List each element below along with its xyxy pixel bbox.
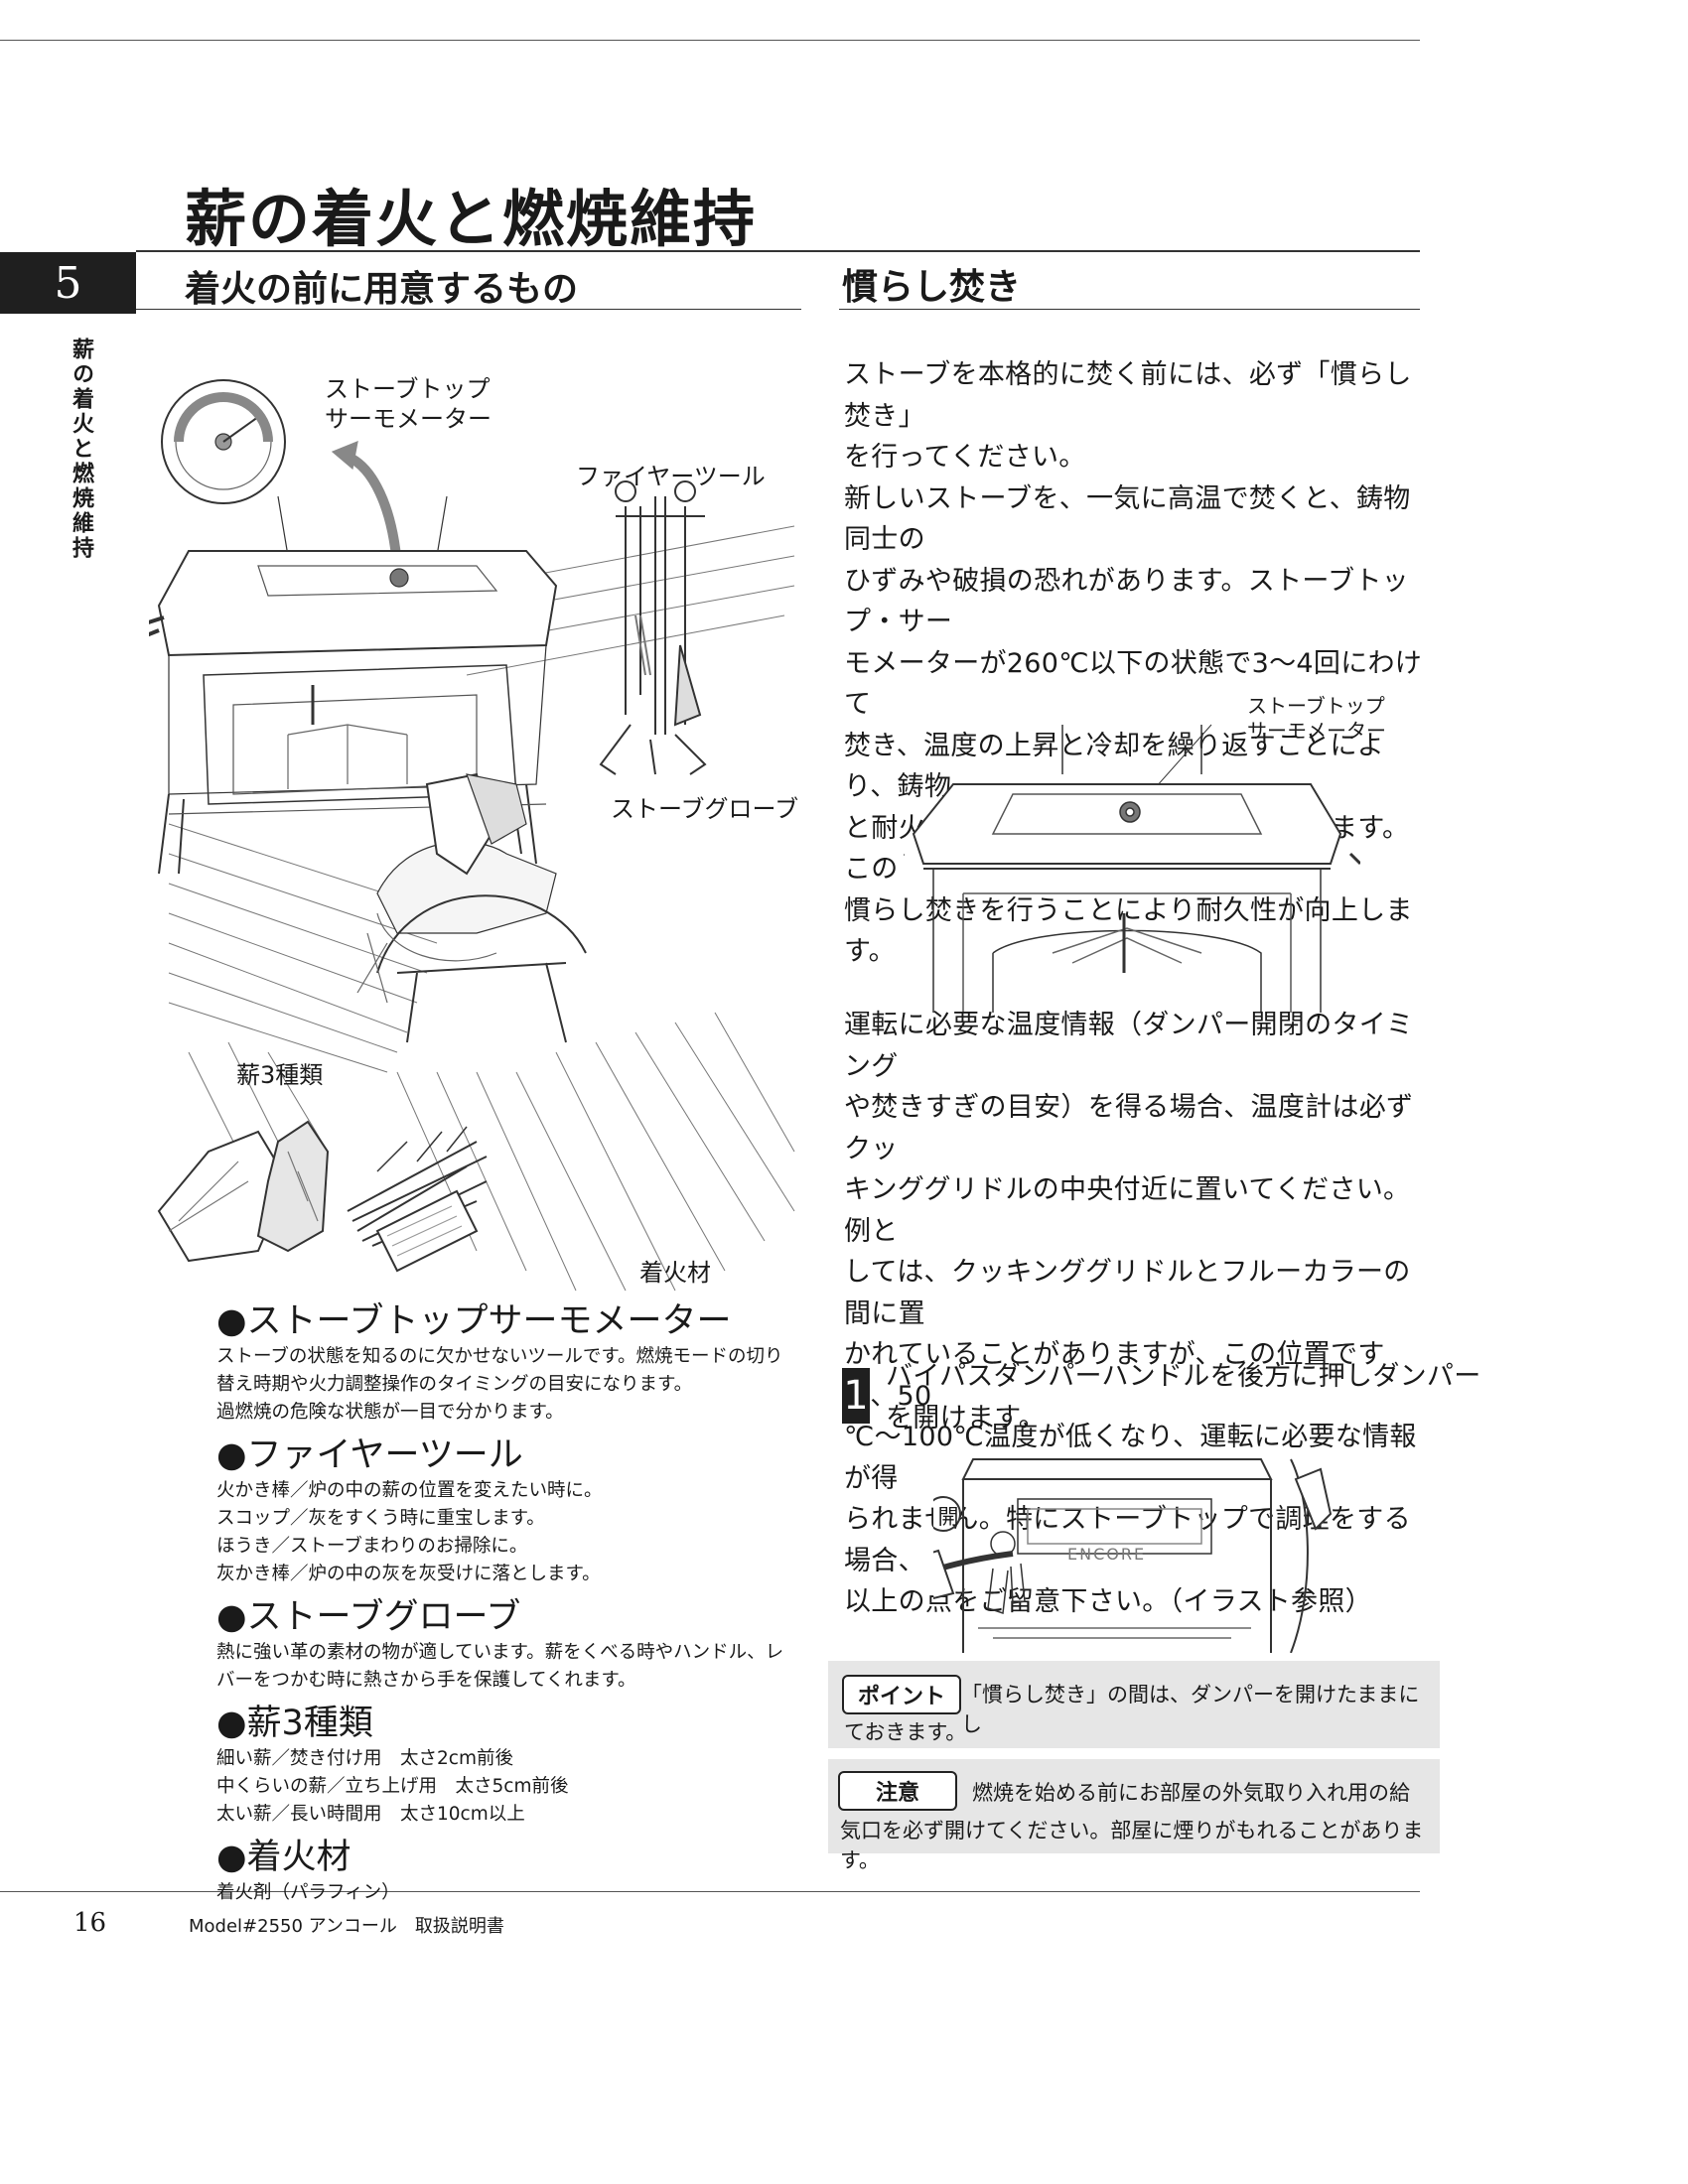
- intro-line: ひずみや破損の恐れがあります。ストーブトップ・サー: [844, 565, 1409, 638]
- damper-illustration: [933, 1458, 1333, 1653]
- operation-line: しては、クッキンググリドルとフルーカラーの間に置: [844, 1257, 1411, 1329]
- intro-line: ストーブを本格的に焚く前には、必ず「慣らし焚き」: [844, 359, 1412, 432]
- caution-tag: 注意: [838, 1771, 958, 1811]
- section-number: 5: [0, 252, 136, 314]
- point-line-1: 「慣らし焚き」の間は、ダンパーを開けたままにし: [961, 1683, 1420, 1736]
- item-heading: ●着火材: [216, 1838, 352, 1877]
- step-number-badge: 1: [842, 1368, 870, 1424]
- item-line: 火かき棒／炉の中の薪の位置を変えたい時に。: [216, 1480, 603, 1501]
- caution-line-2: 気口を必ず開けてください。部屋に煙りがもれることがあります。: [840, 1819, 1424, 1872]
- item-heading: ●ストーブトップサーモメーター: [216, 1301, 732, 1341]
- page-title: 薪の着火と燃焼維持: [185, 183, 758, 255]
- equipment-illustration: [149, 379, 795, 1292]
- item-line: 過燃焼の危険な状態が一目で分かります。: [216, 1402, 564, 1423]
- item-line: 細い薪／焚き付け用 太さ2cm前後: [216, 1748, 513, 1769]
- item-glove: ●ストーブグローブ 熱に強い革の素材の物が適しています。薪をくべる時やハンドル、…: [216, 1588, 812, 1695]
- footer-text: Model#2550 アンコール 取扱説明書: [189, 1916, 504, 1937]
- intro-line: 焚き、温度の上昇と冷却を繰り返すことにより、鋳物: [844, 730, 1385, 803]
- item-line: 中くらいの薪／立ち上げ用 太さ5cm前後: [216, 1776, 569, 1797]
- label-right-thermometer-1: ストーブトップ: [1247, 694, 1385, 718]
- label-firewood: 薪3種類: [236, 1061, 324, 1089]
- point-tag: ポイント: [842, 1675, 962, 1714]
- operation-line: 運転に必要な温度情報（ダンパー開閉のタイミング: [844, 1010, 1414, 1082]
- page-number: 16: [73, 1908, 107, 1938]
- item-line: ほうき／ストーブまわりのお掃除に。: [216, 1536, 528, 1557]
- item-heading: ●ファイヤーツール: [216, 1435, 523, 1475]
- label-right-thermometer-2: サーモメーター: [1247, 719, 1386, 743]
- item-line: 着火剤（パラフィン）: [216, 1882, 400, 1903]
- caution-box: 注意 燃焼を始める前にお部屋の外気取り入れ用の給 気口を必ず開けてください。部屋…: [828, 1759, 1440, 1872]
- item-line: 太い薪／長い時間用 太さ10cm以上: [216, 1804, 525, 1825]
- item-heading: ●ストーブグローブ: [216, 1597, 521, 1637]
- intro-line: モメーターが260℃以下の状態で3～4回にわけて: [844, 647, 1423, 721]
- item-line: 替え時期や火力調整操作のタイミングの目安になります。: [216, 1374, 693, 1395]
- label-fire-tool: ファイヤーツール: [576, 463, 766, 490]
- label-thermometer-2: サーモメーター: [325, 405, 492, 433]
- operation-line: 以上の点をご留意下さい。（イラスト参照）: [844, 1586, 1372, 1617]
- intro-line: 新しいストーブを、一気に高温で焚くと、鋳物同士の: [844, 482, 1411, 556]
- top-rule: [0, 40, 1420, 41]
- item-firestarter: ●着火材 着火剤（パラフィン）: [216, 1829, 812, 1907]
- item-list: ●ストーブトップサーモメーター ストーブの状態を知るのに欠かせないツールです。燃…: [216, 1293, 812, 1907]
- title-rule: [136, 250, 1420, 252]
- section-heading-left: 着火の前に用意するもの: [185, 269, 579, 310]
- section-right-rule: [839, 309, 1420, 310]
- label-firestarter: 着火材: [639, 1259, 711, 1287]
- footer-rule: [0, 1891, 1420, 1892]
- step-line: バイパスダンパーハンドルを後方に押しダンパー: [886, 1361, 1481, 1392]
- item-thermometer: ●ストーブトップサーモメーター ストーブの状態を知るのに欠かせないツールです。燃…: [216, 1293, 812, 1427]
- label-stove-glove: ストーブグローブ: [611, 795, 799, 823]
- section-heading-right: 慣らし焚き: [842, 267, 1022, 308]
- label-open: 開: [937, 1505, 959, 1529]
- operation-line: キンググリドルの中央付近に置いてください。例と: [844, 1174, 1411, 1247]
- item-line: 熱に強い革の素材の物が適しています。薪をくべる時やハンドル、レ: [216, 1642, 784, 1663]
- label-brand: ENCORE: [1067, 1545, 1147, 1564]
- section-left-rule: [136, 309, 801, 310]
- item-line: バーをつかむ時に熱さから手を保護してくれます。: [216, 1670, 636, 1691]
- step-line: を開けます。: [886, 1403, 1047, 1433]
- operation-line: ℃～100℃温度が低くなり、運転に必要な情報が得: [844, 1422, 1417, 1494]
- point-line-2: ておきます。: [844, 1720, 967, 1744]
- intro-line: 慣らし焚きを行うことにより耐久性が向上します。: [844, 894, 1413, 968]
- item-line: スコップ／灰をすくう時に重宝します。: [216, 1508, 545, 1529]
- intro-line: を行ってください。: [844, 442, 1086, 473]
- label-thermometer-1: ストーブトップ: [325, 375, 491, 403]
- vertical-section-title: 薪の着火と燃焼維持: [69, 338, 94, 561]
- item-heading: ●薪3種類: [216, 1704, 373, 1743]
- item-firewood: ●薪3種類 細い薪／焚き付け用 太さ2cm前後 中くらいの薪／立ち上げ用 太さ5…: [216, 1695, 812, 1829]
- item-line: ストーブの状態を知るのに欠かせないツールです。燃焼モードの切り: [216, 1346, 783, 1367]
- operation-line: や焚きすぎの目安）を得る場合、温度計は必ずクッ: [844, 1092, 1414, 1164]
- point-box: ポイント 「慣らし焚き」の間は、ダンパーを開けたままにし ておきます。: [828, 1661, 1440, 1748]
- item-line: 灰かき棒／炉の中の灰を灰受けに落とします。: [216, 1564, 601, 1584]
- stove-top-illustration: [904, 724, 1360, 1013]
- item-fire-tool: ●ファイヤーツール 火かき棒／炉の中の薪の位置を変えたい時に。 スコップ／灰をす…: [216, 1427, 812, 1588]
- caution-line-1: 燃焼を始める前にお部屋の外気取り入れ用の給: [972, 1781, 1410, 1805]
